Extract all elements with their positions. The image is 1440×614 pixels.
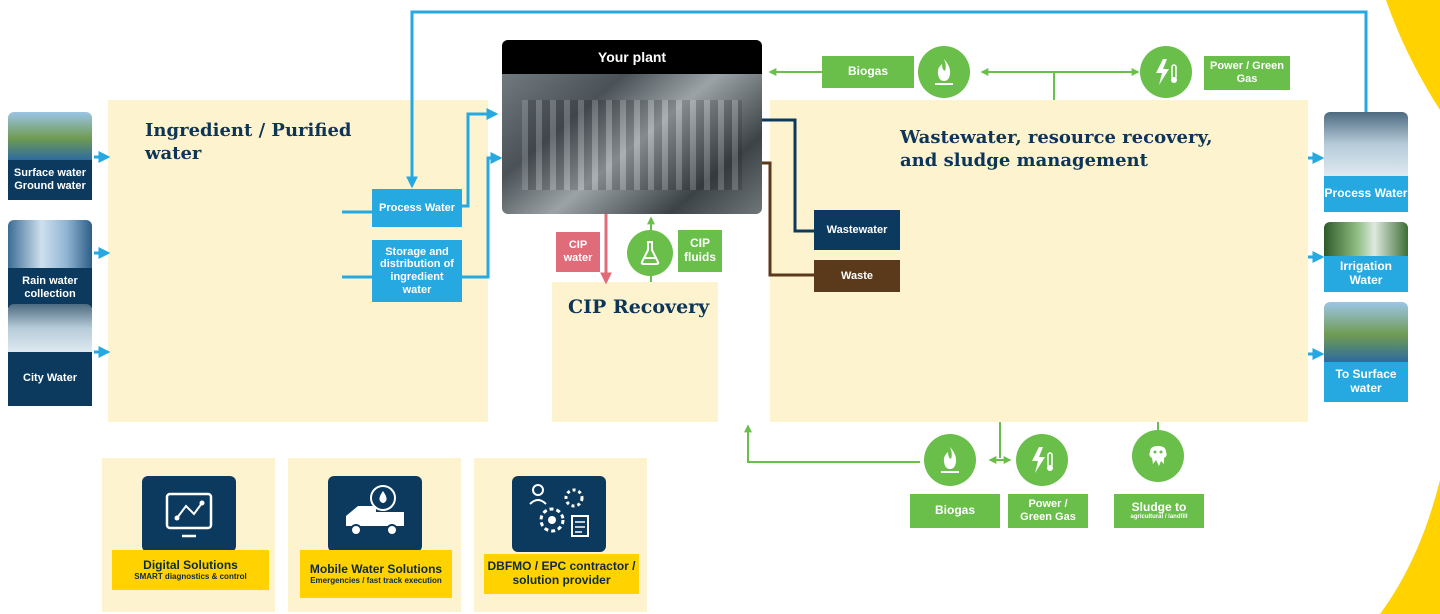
sludge-icon [1132,430,1184,482]
top-power-green-gas-label: Power / Green Gas [1204,56,1290,90]
service-label: Mobile Water Solutions Emergencies / fas… [300,550,452,598]
service-title: Digital Solutions [143,557,238,572]
service-tile-digital: Digital Solutions SMART diagnostics & co… [102,458,275,612]
source-label: Surface water Ground water [8,160,92,200]
output-label: To Surface water [1324,362,1408,402]
source-rain-water: Rain water collection [8,220,92,308]
cip-title: CIP Recovery [568,296,710,318]
plant-box: Your plant [502,40,762,214]
output-image [1324,222,1408,256]
source-image [8,304,92,352]
service-subtitle: Emergencies / fast track execution [310,576,442,586]
monitor-graph-icon [142,476,236,552]
engineer-gears-icon [512,476,606,552]
plant-title: Your plant [502,40,762,74]
output-image [1324,112,1408,176]
bottom-biogas-flame-icon [924,434,976,486]
top-biogas-flame-icon [918,46,970,98]
sludge-label: Sludge to agricultural / landfill [1114,494,1204,528]
service-title: Mobile Water Solutions [309,561,443,576]
source-image [8,220,92,268]
ingredient-title: Ingredient / Purified water [145,120,352,164]
storage-distribution-box: Storage and distribution of ingredient w… [372,240,462,302]
source-label: Rain water collection [8,268,92,308]
service-subtitle: SMART diagnostics & control [134,572,247,582]
source-label: City Water [8,352,92,406]
bottom-power-green-gas-label: Power / Green Gas [1008,494,1088,528]
cip-fluids-icon [627,230,673,276]
source-image [8,112,92,160]
cip-water-label: CIP water [556,232,600,272]
bottom-biogas-label: Biogas [910,494,1000,528]
top-biogas-label: Biogas [822,56,914,88]
top-power-bolt-icon [1140,46,1192,98]
output-label: Process Water [1324,176,1408,212]
service-label: DBFMO / EPC contractor / solution provid… [484,554,639,594]
service-title: DBFMO / EPC contractor / solution provid… [487,559,636,587]
bottom-power-bolt-icon [1016,434,1068,486]
wastewater-box: Wastewater [814,210,900,250]
source-surface-ground-water: Surface water Ground water [8,112,92,200]
plant-photo [522,100,742,190]
waste-box: Waste [814,260,900,292]
output-surface-water: To Surface water [1324,302,1408,402]
service-label: Digital Solutions SMART diagnostics & co… [112,550,269,590]
output-image [1324,302,1408,362]
source-city-water: City Water [8,304,92,406]
service-tile-mobile: Mobile Water Solutions Emergencies / fas… [288,458,461,612]
truck-water-drop-icon [328,476,422,552]
cip-panel [552,282,718,422]
cip-fluids-label: CIP fluids [678,230,722,272]
output-irrigation-water: Irrigation Water [1324,222,1408,292]
wastewater-title: Wastewater, resource recovery, and sludg… [900,127,1213,172]
service-tile-dbfmo: DBFMO / EPC contractor / solution provid… [474,458,647,612]
sludge-subtitle: agricultural / landfill [1130,514,1188,521]
sludge-title: Sludge to [1131,499,1187,514]
process-water-box: Process Water [372,189,462,227]
output-process-water: Process Water [1324,112,1408,212]
output-label: Irrigation Water [1324,256,1408,292]
